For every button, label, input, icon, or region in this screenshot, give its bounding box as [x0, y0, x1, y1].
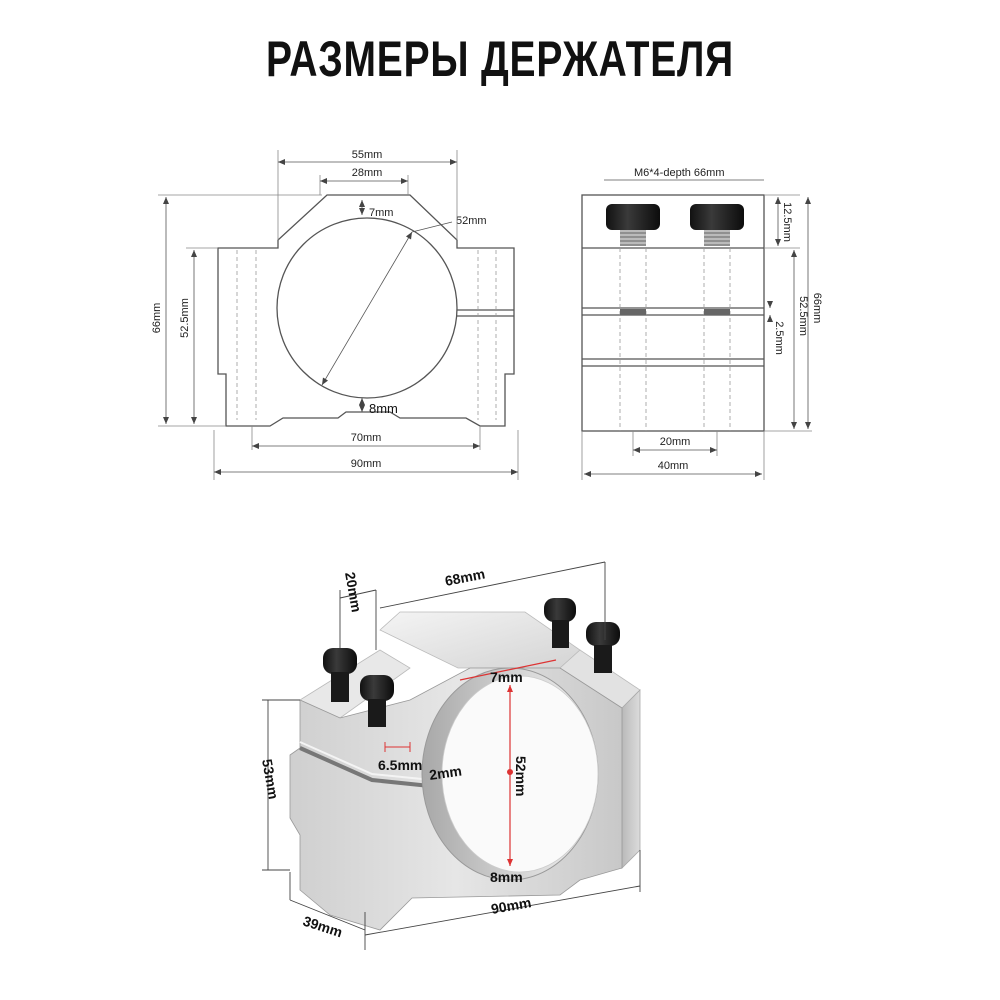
iso-dim-90: 90mm: [490, 894, 533, 917]
iso-dim-6-5: 6.5mm: [378, 757, 422, 773]
side-screw-right: [690, 204, 744, 246]
front-dim-28: 28mm: [352, 167, 383, 179]
front-bore: [276, 217, 458, 399]
iso-dim-20: 20mm: [342, 571, 365, 614]
front-dim-52-5: 52.5mm: [179, 298, 191, 338]
side-dim-2-5: 2.5mm: [773, 321, 785, 355]
side-dim-12-5: 12.5mm: [781, 202, 793, 242]
side-outline: [581, 194, 765, 432]
iso-screw-3: [544, 598, 576, 648]
iso-view: 68mm 20mm 7mm 52mm 8mm 6.5mm 2mm 53mm 39…: [259, 561, 641, 950]
iso-dim-68: 68mm: [444, 566, 487, 589]
side-dim-40: 40mm: [658, 460, 689, 472]
side-screw-note: M6*4-depth 66mm: [634, 167, 725, 179]
front-dim-70: 70mm: [351, 432, 382, 444]
page-title: РАЗМЕРЫ ДЕРЖАТЕЛЯ: [266, 31, 734, 87]
front-view: 52mm 7mm 8mm 55mm 28mm 66mm 52.5mm 70mm: [151, 149, 519, 480]
side-view: M6*4-depth 66mm 12.5mm 2.5mm 52.5mm 66mm…: [581, 167, 823, 480]
front-dim-7: 7mm: [369, 207, 393, 219]
side-screw-left: [606, 204, 660, 246]
iso-screw-1: [323, 648, 357, 702]
iso-dim-8: 8mm: [490, 869, 523, 885]
iso-dim-2: 2mm: [428, 763, 463, 783]
side-dim-66: 66mm: [811, 293, 823, 324]
front-dim-8: 8mm: [369, 401, 398, 416]
iso-dim-7: 7mm: [490, 669, 523, 685]
iso-dim-53: 53mm: [259, 758, 282, 801]
side-dim-20: 20mm: [660, 436, 691, 448]
front-dim-90: 90mm: [351, 458, 382, 470]
front-dim-52: 52mm: [456, 215, 487, 227]
front-dim-55: 55mm: [352, 149, 383, 161]
iso-screw-2: [360, 675, 394, 727]
iso-dim-52: 52mm: [513, 756, 529, 796]
iso-screw-4: [586, 622, 620, 673]
side-dim-52-5: 52.5mm: [797, 296, 809, 336]
front-dim-66: 66mm: [151, 303, 163, 334]
